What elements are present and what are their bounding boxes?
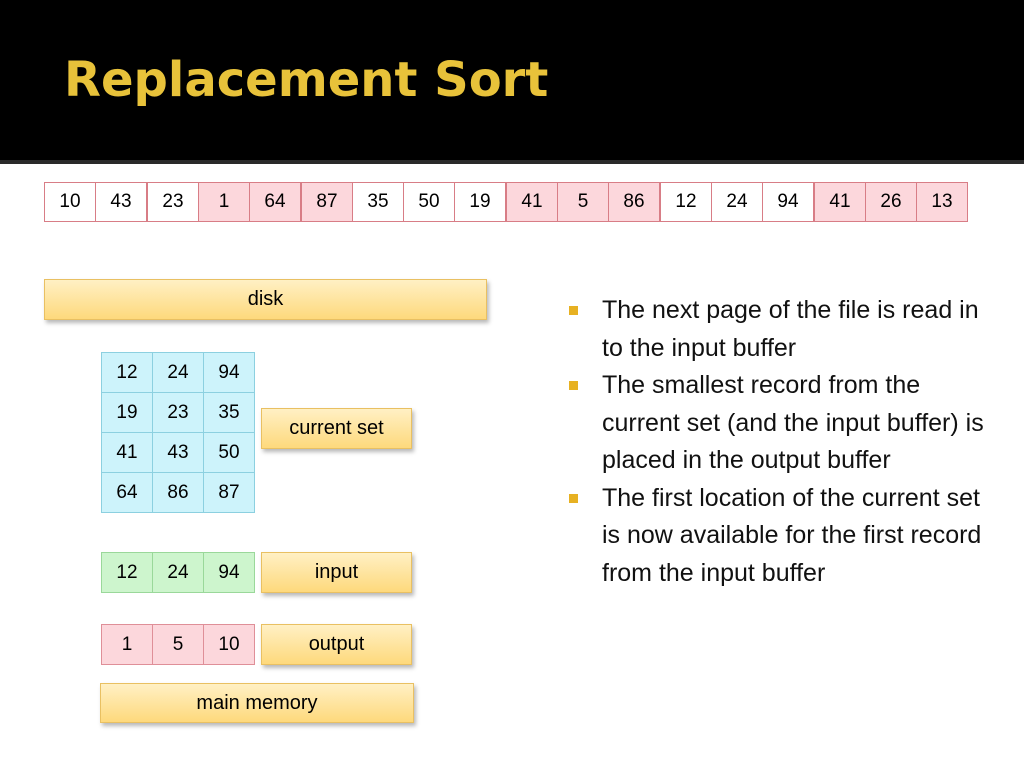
sequence-cell: 35 (352, 182, 404, 222)
current-set-cell: 35 (203, 392, 255, 433)
current-set-cell: 19 (101, 392, 153, 433)
input-buffer-cell: 12 (101, 552, 153, 593)
sequence-cell: 64 (249, 182, 301, 222)
current-set-cell: 94 (203, 352, 255, 393)
sequence-cell: 43 (95, 182, 147, 222)
bullet-text: The smallest record from the current set… (602, 371, 984, 474)
bullet-item: The first location of the current set is… (566, 480, 986, 593)
sequence-cell: 5 (557, 182, 609, 222)
current-set-cell: 24 (152, 352, 204, 393)
current-set-label: current set (261, 408, 412, 449)
sequence-cell: 50 (403, 182, 455, 222)
bullet-text: The next page of the file is read in to … (602, 296, 979, 362)
sequence-cell: 24 (711, 182, 763, 222)
output-buffer-cell: 1 (101, 624, 153, 665)
current-set-cell: 43 (152, 432, 204, 473)
sequence-cell: 86 (608, 182, 660, 222)
input-label: input (261, 552, 412, 593)
sequence-cell: 41 (506, 182, 558, 222)
bullet-text: The first location of the current set is… (602, 483, 982, 587)
current-set-cell: 64 (101, 472, 153, 513)
bullet-item: The next page of the file is read in to … (566, 292, 986, 367)
bullet-square-icon (569, 493, 578, 503)
output-buffer-cell: 5 (152, 624, 204, 665)
sequence-cell: 23 (147, 182, 199, 222)
sequence-cell: 94 (762, 182, 814, 222)
current-set-cell: 50 (203, 432, 255, 473)
sequence-cell: 87 (301, 182, 353, 222)
sequence-cell: 13 (916, 182, 968, 222)
sequence-cell: 41 (814, 182, 866, 222)
bullet-square-icon (569, 306, 578, 315)
sequence-cell: 12 (660, 182, 712, 222)
sequence-cell: 1 (198, 182, 250, 222)
current-set-cell: 23 (152, 392, 204, 433)
current-set-cell: 41 (101, 432, 153, 473)
sequence-cell: 26 (865, 182, 917, 222)
main-memory-label: main memory (100, 683, 414, 723)
title-divider (0, 160, 1024, 164)
sequence-cell: 19 (454, 182, 506, 222)
bullet-item: The smallest record from the current set… (566, 367, 986, 480)
current-set-cell: 12 (101, 352, 153, 393)
current-set-cell: 86 (152, 472, 204, 513)
current-set-cell: 87 (203, 472, 255, 513)
slide-title: Replacement Sort (64, 52, 549, 108)
output-label: output (261, 624, 412, 665)
input-buffer-cell: 24 (152, 552, 204, 593)
bullet-square-icon (569, 381, 578, 390)
output-buffer-cell: 10 (203, 624, 255, 665)
bullet-list: The next page of the file is read in to … (566, 292, 986, 592)
title-bar: Replacement Sort (0, 0, 1024, 160)
disk-label: disk (44, 279, 487, 320)
sequence-cell: 10 (44, 182, 96, 222)
input-buffer-cell: 94 (203, 552, 255, 593)
